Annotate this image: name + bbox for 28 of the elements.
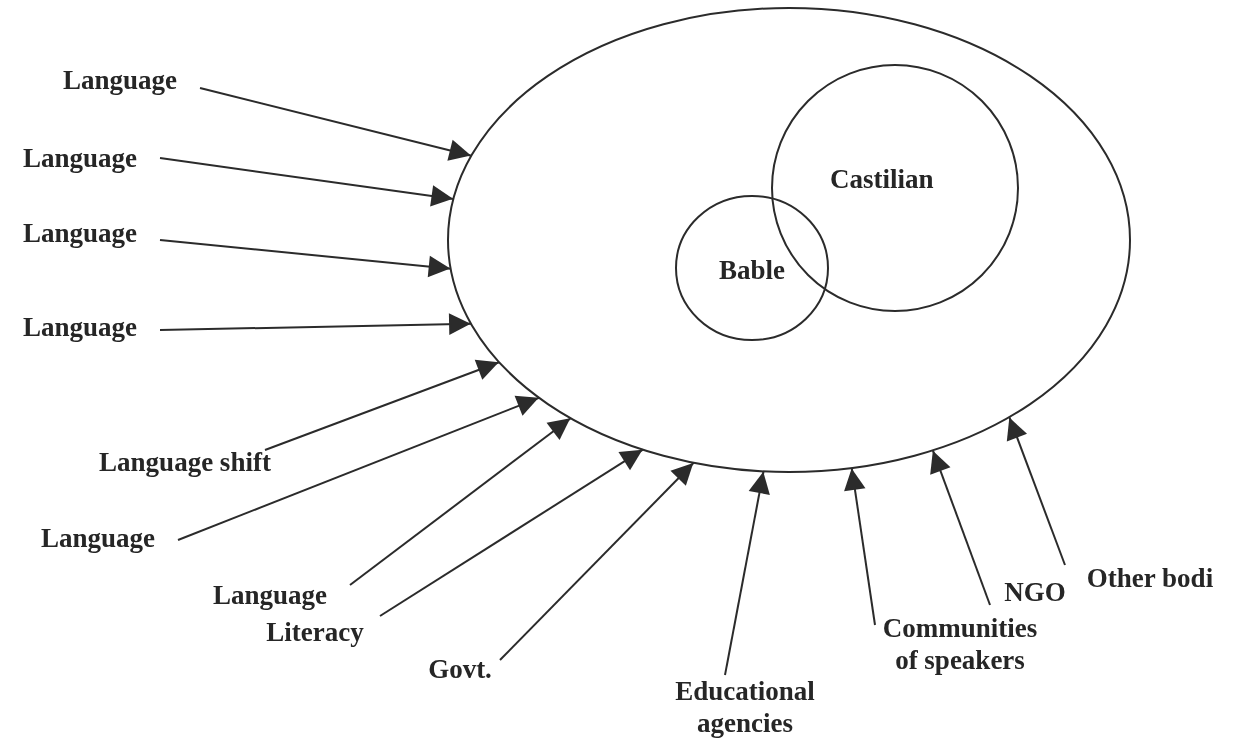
factor-label: Language — [18, 522, 178, 555]
factor-label: Language — [0, 217, 160, 250]
arrow — [379, 448, 644, 617]
circle-label: Castilian — [830, 163, 934, 196]
circle-label: Bable — [718, 254, 786, 287]
arrow — [199, 87, 473, 161]
arrow — [1006, 416, 1066, 566]
arrow — [844, 467, 876, 626]
factor-label: Communities of speakers — [875, 612, 1045, 677]
factor-label: Language — [190, 579, 350, 612]
arrow — [177, 395, 541, 541]
arrow — [159, 157, 455, 207]
outer-ellipse — [448, 8, 1130, 472]
factor-label: Govt. — [420, 653, 500, 686]
arrow — [264, 359, 501, 451]
factor-label: Language — [0, 311, 160, 344]
arrow — [159, 239, 452, 278]
arrow — [349, 417, 572, 586]
factor-label: Language — [0, 142, 160, 175]
arrow — [724, 470, 770, 676]
arrow — [499, 461, 695, 661]
factor-label: Language shift — [85, 446, 285, 479]
arrow — [930, 449, 991, 606]
factor-label: Educational agencies — [650, 675, 840, 740]
factor-label: Language — [40, 64, 200, 97]
factor-label: Literacy — [250, 616, 380, 649]
arrow — [159, 313, 473, 335]
language-circle — [676, 196, 828, 340]
